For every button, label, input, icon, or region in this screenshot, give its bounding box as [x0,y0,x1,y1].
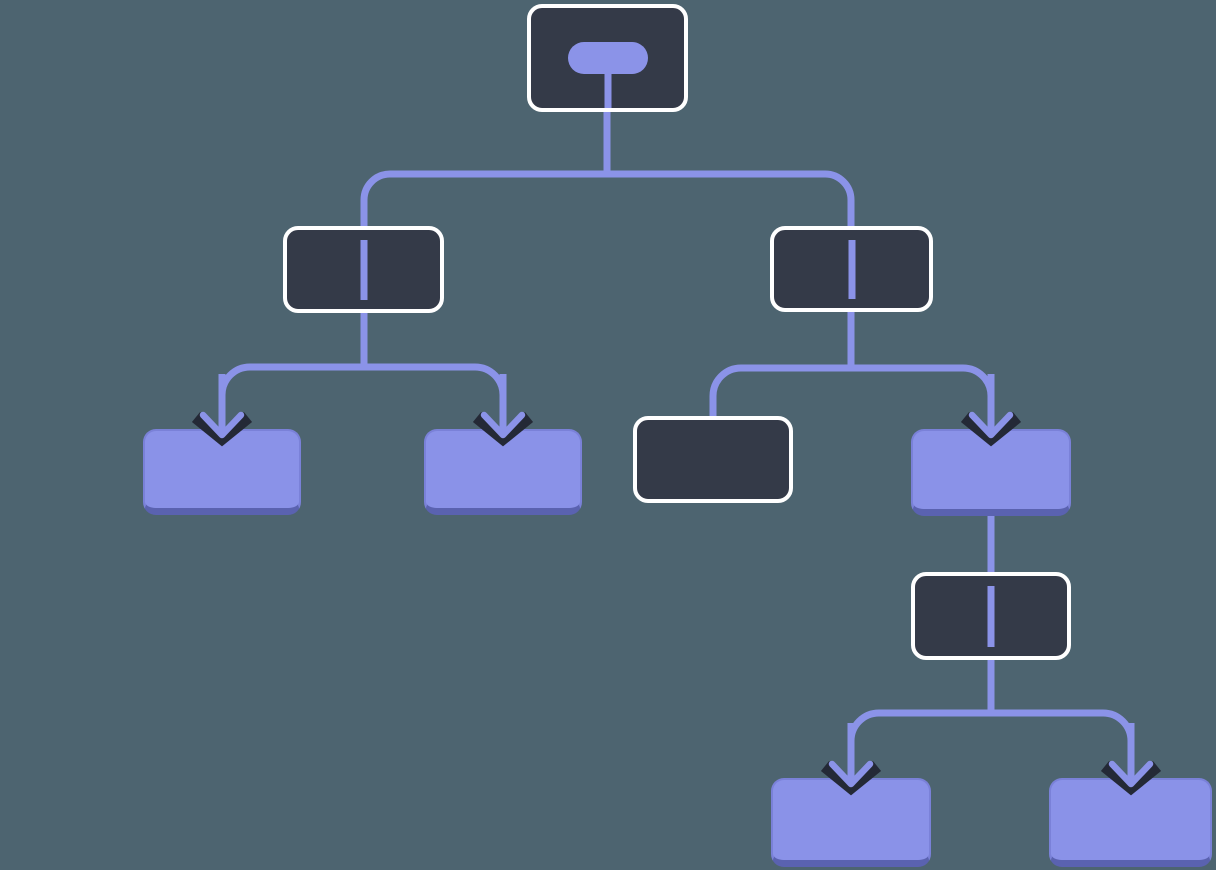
node-divider-line [987,586,995,647]
tree-node-root[interactable] [527,4,688,112]
tree-node-branch-left[interactable] [283,226,444,313]
node-divider-line [848,240,855,299]
tree-node-branch-bottom[interactable] [911,572,1071,660]
tree-node-mid-purple[interactable] [911,429,1071,516]
tree-node-leaf-bottom-right[interactable] [1049,778,1212,867]
node-divider-line [360,240,367,300]
tree-node-branch-right[interactable] [770,226,933,312]
tree-node-leaf-top-right[interactable] [424,429,582,515]
root-pill-stem [604,70,611,108]
tree-node-leaf-bottom-left[interactable] [771,778,931,867]
tree-node-leaf-top-left[interactable] [143,429,301,515]
tree-node-mid-dark[interactable] [633,416,793,503]
edge-connector-level-1 [360,170,855,230]
root-pill-icon [567,42,648,74]
